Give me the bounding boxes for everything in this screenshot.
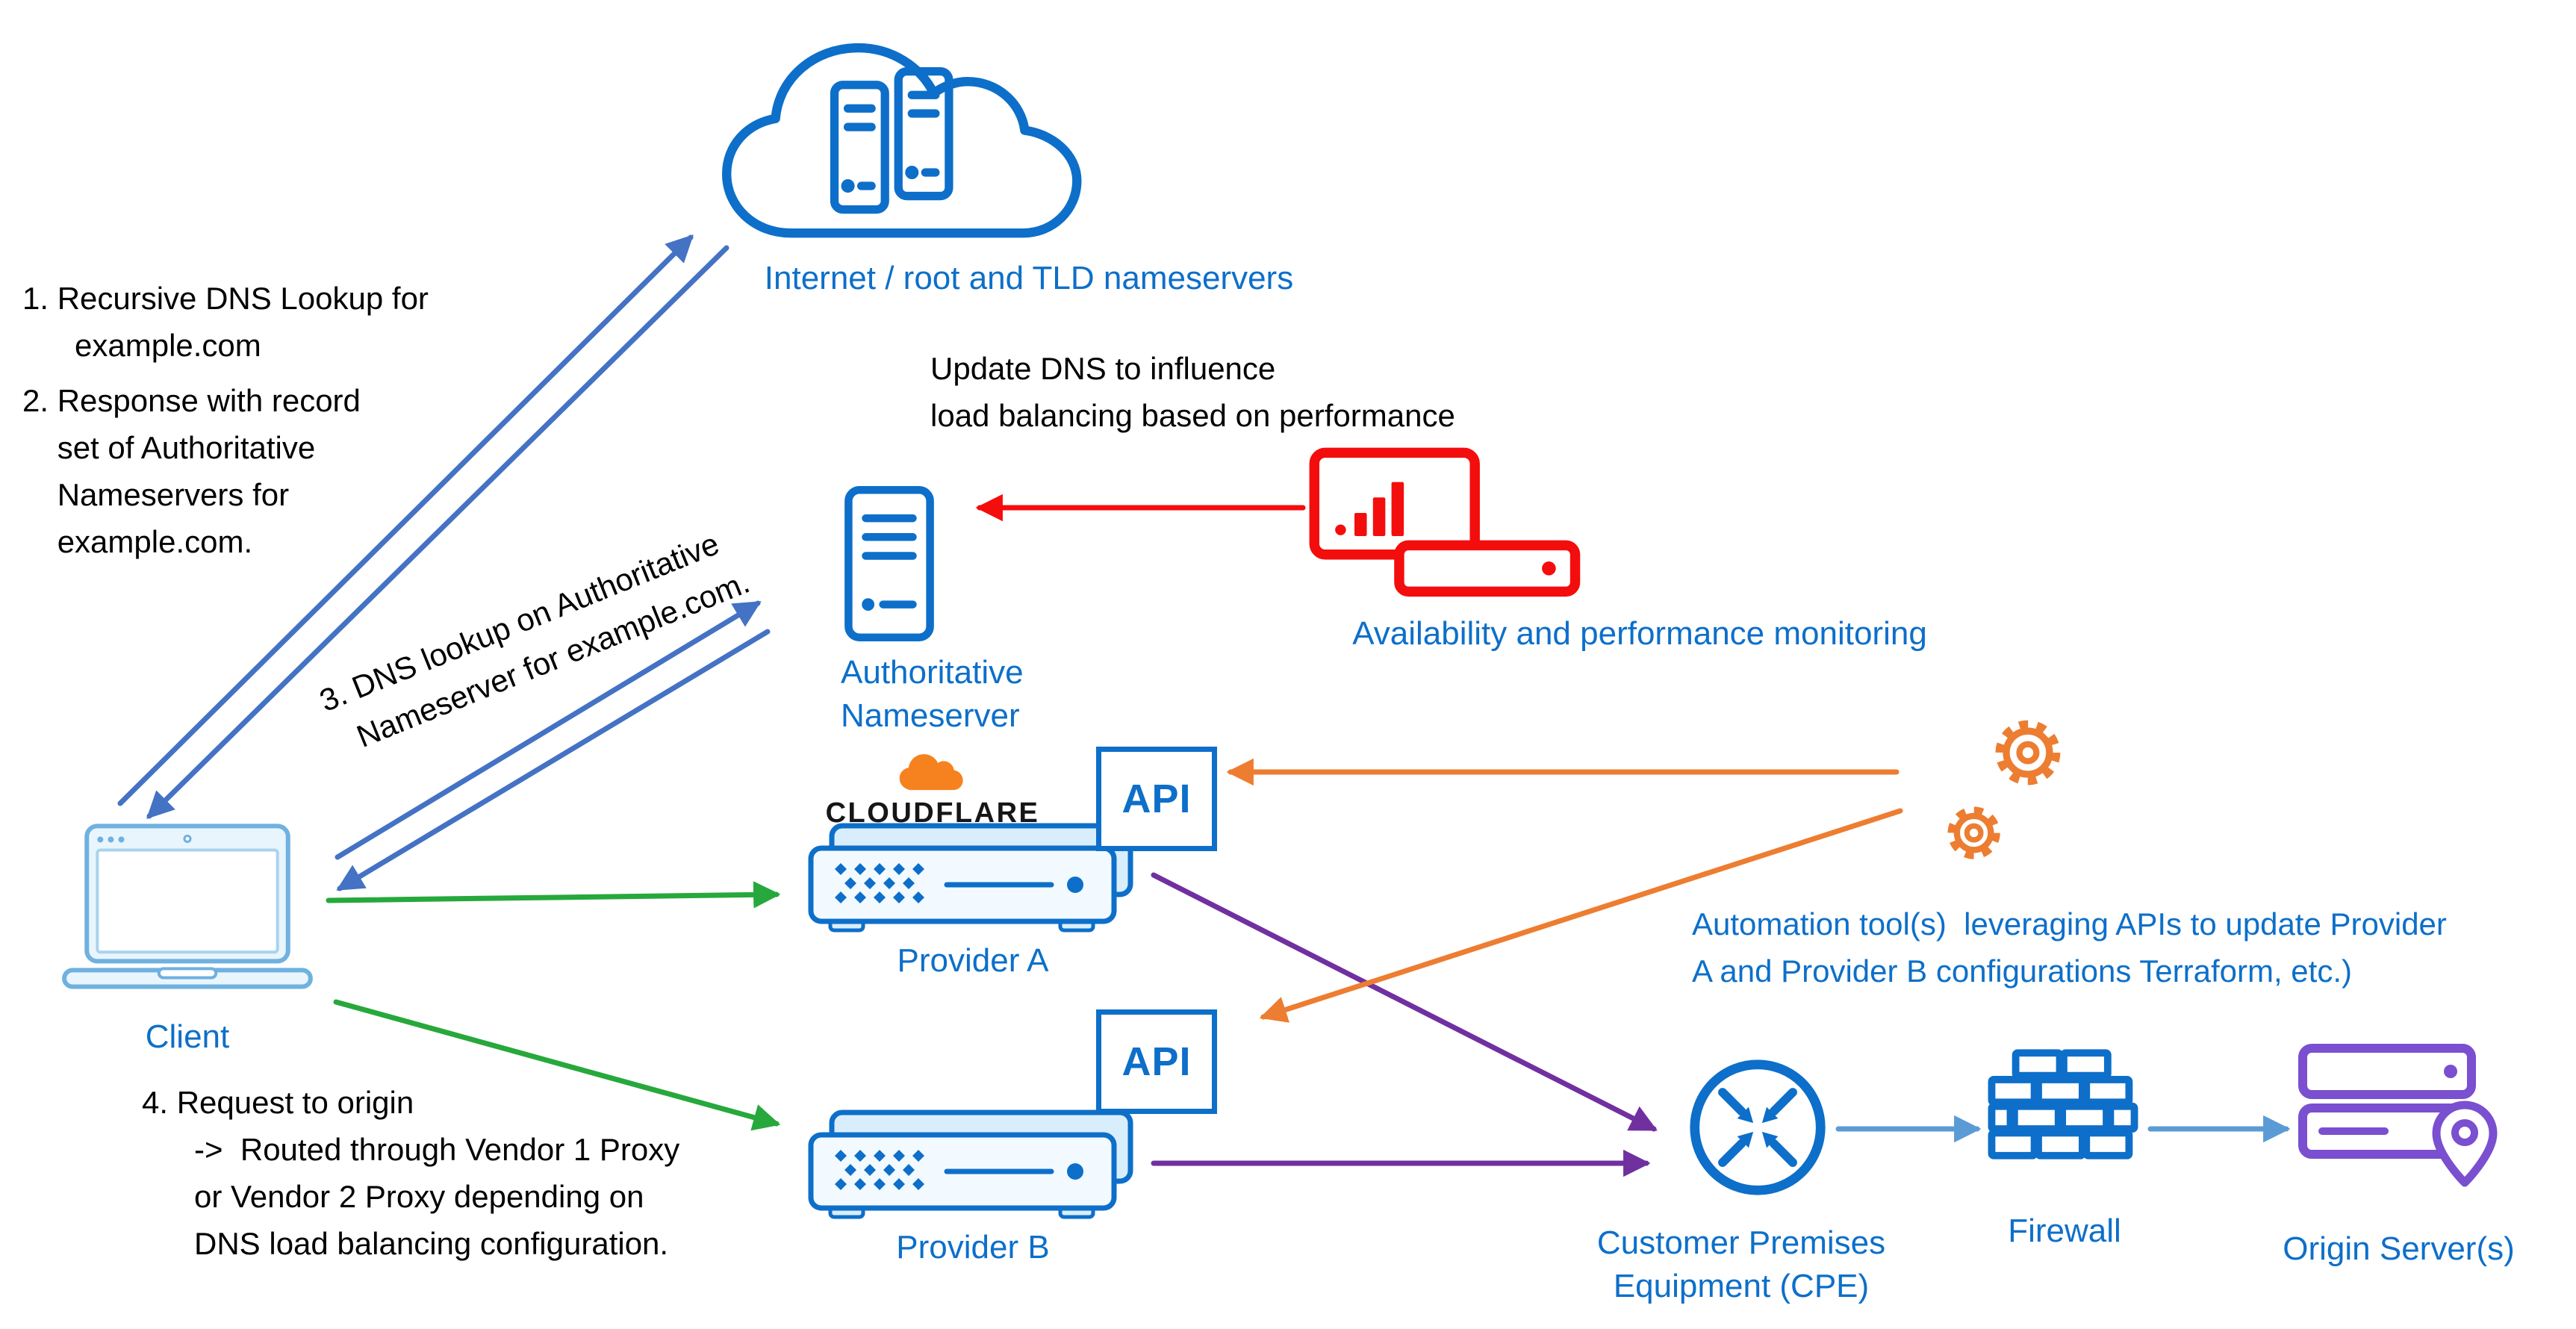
cloudflare-wordmark: CLOUDFLARE: [825, 797, 1040, 829]
client-label: Client: [145, 1018, 230, 1055]
arrow-authns-to-client: [336, 629, 771, 891]
cloudflare-cloud-icon: [899, 754, 963, 791]
automation-label: Automation tool(s) leveraging APIs to up…: [1692, 906, 2447, 989]
origin-server-icon: [2298, 1044, 2498, 1187]
internet-label: Internet / root and TLD nameservers: [764, 260, 1294, 296]
step2-annotation: 2. Response with record set of Authorita…: [22, 383, 361, 559]
provider-b-label: Provider B: [896, 1229, 1050, 1266]
arrow-client-to-provider-b: [333, 999, 781, 1131]
step4-annotation: 4. Request to origin -> Routed through V…: [142, 1085, 680, 1261]
monitoring-icon: [1309, 447, 1581, 597]
provider-b-api-label: API: [1121, 1039, 1192, 1084]
arrow-client-to-internet: [117, 234, 694, 806]
arrow-internet-to-client: [146, 245, 729, 819]
automation-gears-icon: [1947, 720, 2061, 859]
firewall-icon: [1988, 1049, 2138, 1160]
arrow-automation-to-api-b: [1259, 808, 1903, 1023]
update-dns-annotation: Update DNS to influence load balancing b…: [930, 351, 1455, 433]
authoritative-nameserver-label: Authoritative Nameserver: [841, 654, 1024, 735]
arrow-provider-a-to-cpe: [1151, 872, 1658, 1132]
step1-annotation: 1. Recursive DNS Lookup for example.com: [22, 281, 429, 363]
monitoring-label: Availability and performance monitoring: [1352, 615, 1927, 652]
arrow-client-to-authns: [335, 600, 762, 860]
provider-b-api-box: API: [1096, 1009, 1217, 1114]
provider-a-label: Provider A: [897, 942, 1049, 979]
provider-a-api-box: API: [1096, 747, 1217, 851]
cpe-label: Customer Premises Equipment (CPE): [1596, 1224, 1886, 1305]
provider-a-appliance-icon: [805, 823, 1141, 935]
cloudflare-logo: CLOUDFLARE: [817, 753, 1048, 827]
firewall-label: Firewall: [2008, 1213, 2121, 1249]
authoritative-nameserver-icon: [844, 486, 934, 641]
origin-server-label: Origin Server(s): [2283, 1230, 2515, 1267]
provider-a-api-label: API: [1121, 776, 1192, 821]
internet-cloud-icon: [721, 43, 1082, 238]
client-laptop-icon: [62, 824, 313, 989]
cpe-icon: [1690, 1059, 1826, 1195]
arrow-client-to-provider-a: [326, 881, 781, 909]
